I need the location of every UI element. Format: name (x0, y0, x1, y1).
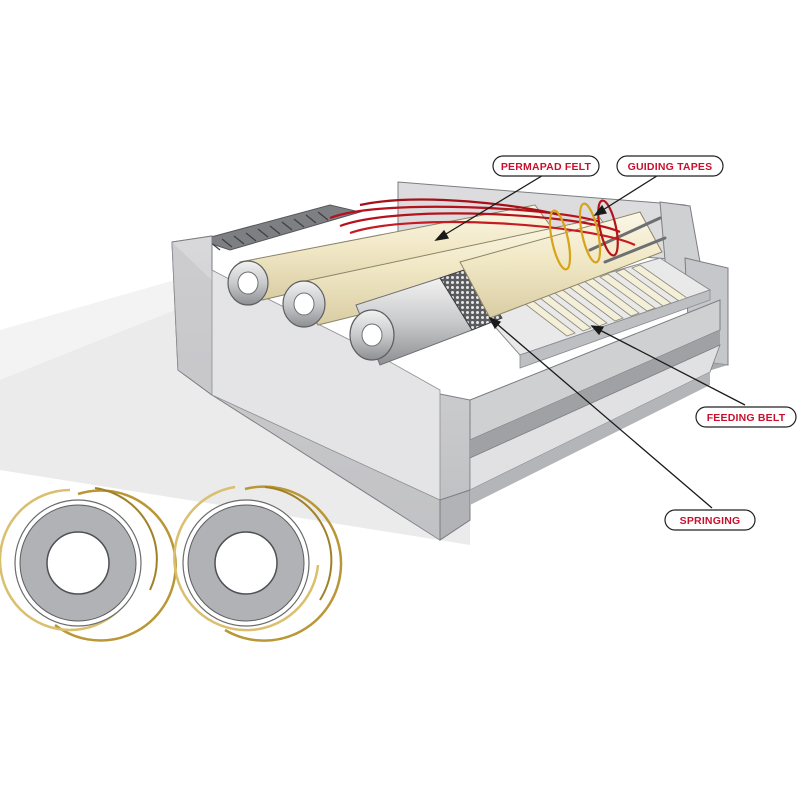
leader-permapad-felt (435, 173, 546, 241)
callout-guiding-tapes: GUIDING TAPES (616, 155, 724, 177)
leader-guiding-tapes (594, 173, 661, 216)
callout-feeding-belt: FEEDING BELT (695, 406, 797, 428)
rollers (227, 204, 667, 366)
belt-strips (519, 264, 688, 337)
label-permapad-felt: PERMAPAD FELT (501, 161, 592, 173)
arrow-springing (488, 316, 502, 330)
shafts (588, 216, 667, 264)
label-guiding-tapes: GUIDING TAPES (628, 161, 713, 173)
leader-feeding-belt (591, 325, 746, 406)
leader-springing (489, 317, 713, 509)
arrow-permapad-felt (434, 229, 450, 241)
spring-section-right (173, 485, 343, 642)
label-springing: SPRINGING (680, 515, 741, 527)
label-feeding-belt: FEEDING BELT (707, 412, 786, 424)
arrow-feeding-belt (590, 325, 605, 336)
arrow-guiding-tapes (593, 204, 608, 216)
guiding-tapes (329, 198, 636, 271)
leader-lines (434, 173, 746, 509)
machine-frame (171, 181, 729, 541)
callout-springing: SPRINGING (664, 509, 756, 531)
spring-section-left (0, 487, 177, 642)
callout-permapad-felt: PERMAPAD FELT (492, 155, 600, 177)
feeding-belt (479, 257, 712, 369)
